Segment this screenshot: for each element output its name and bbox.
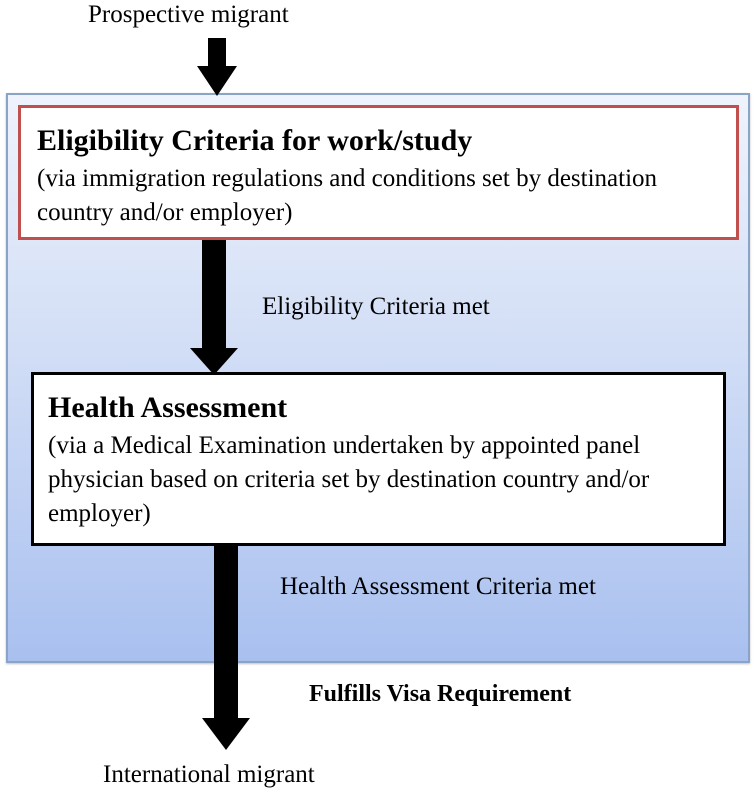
eligibility-met-label: Eligibility Criteria met [262, 293, 490, 320]
arrow-health-to-outcome [202, 544, 250, 750]
health-assessment-met-label: Health Assessment Criteria met [280, 573, 596, 600]
eligibility-criteria-box: Eligibility Criteria for work/study (via… [18, 105, 739, 240]
health-assessment-box: Health Assessment (via a Medical Examina… [31, 372, 726, 546]
arrow-start-to-eligibility [197, 38, 237, 96]
visa-requirement-label: Fulfills Visa Requirement [309, 681, 572, 707]
start-label: Prospective migrant [88, 1, 289, 28]
eligibility-criteria-description: (via immigration regulations and conditi… [37, 165, 658, 226]
end-label: International migrant [103, 761, 315, 788]
eligibility-criteria-title: Eligibility Criteria for work/study [37, 124, 473, 157]
health-assessment-description: (via a Medical Examination undertaken by… [48, 432, 650, 527]
arrow-eligibility-to-health [190, 238, 238, 375]
health-assessment-title: Health Assessment [48, 391, 288, 424]
